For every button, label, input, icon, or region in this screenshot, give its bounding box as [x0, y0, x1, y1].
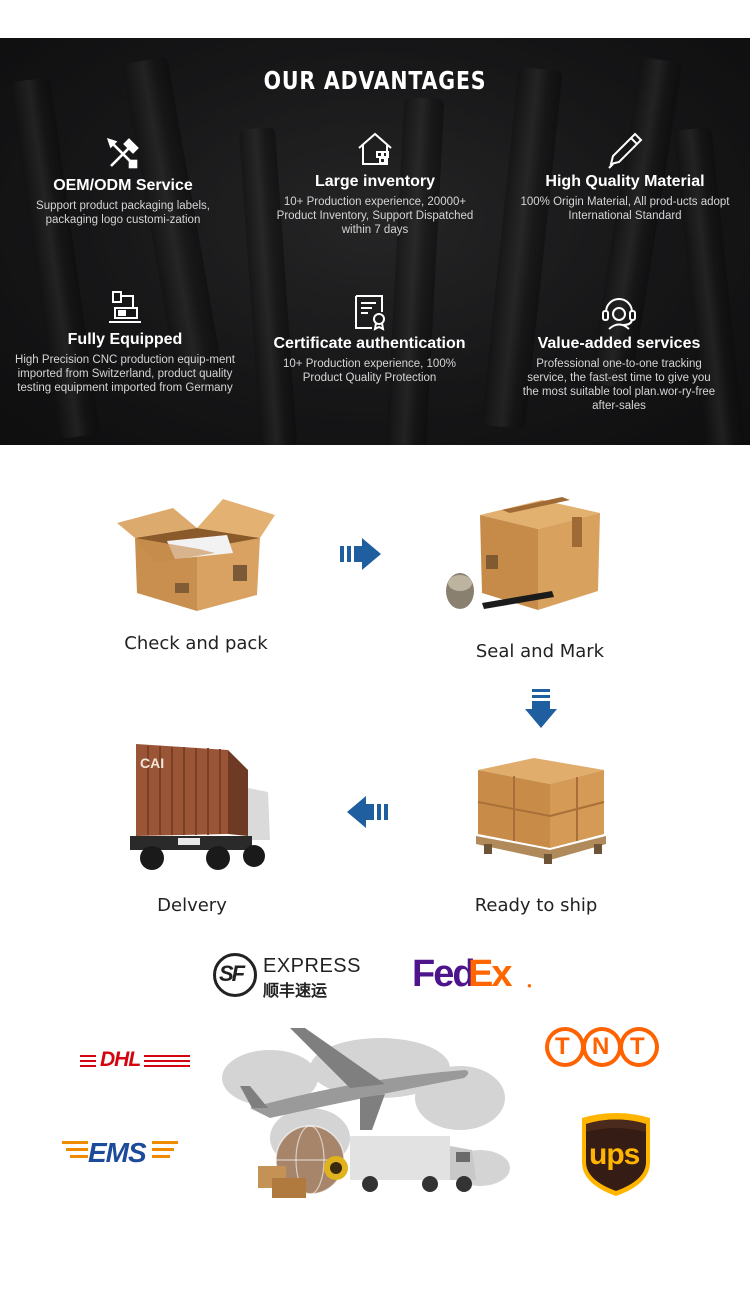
- feature-title: Fully Equipped: [67, 331, 183, 348]
- feature-title: Large inventory: [314, 173, 436, 190]
- ups-logo: ups: [580, 1112, 652, 1198]
- advantages-section: OUR ADVANTAGES OEM/ODM Service Support p…: [0, 38, 750, 445]
- tnt-logo: T N T: [545, 1027, 659, 1069]
- arrow-down-icon: [524, 689, 558, 734]
- pallet-boxes-image: [470, 748, 610, 868]
- arrow-right-icon: [340, 537, 382, 576]
- feature-description: Support product packaging labels, packag…: [36, 200, 210, 226]
- feature-certificate-authentication: Certificate authentication 10+ Productio…: [262, 292, 477, 385]
- truck-logo-text: CAI: [140, 755, 164, 771]
- fedex-logo: Fed Ex ●: [412, 953, 532, 995]
- headset-icon: [599, 292, 639, 332]
- feature-title: Value-added services: [537, 335, 701, 352]
- feature-description: High Precision CNC production equip-ment…: [15, 354, 235, 394]
- arrow-left-icon: [346, 795, 388, 834]
- feature-title: Certificate authentication: [273, 335, 466, 352]
- feature-description: 100% Origin Material, All prod-ucts adop…: [520, 196, 730, 222]
- open-box-image: [115, 493, 280, 618]
- feature-high-quality-material: High Quality Material 100% Origin Materi…: [520, 130, 730, 223]
- certificate-icon: [350, 292, 390, 332]
- tools-icon: [103, 134, 143, 174]
- logistics-collage-image: [210, 1018, 520, 1208]
- sf-express-logo: SF EXPRESS 顺丰速运: [213, 953, 360, 1001]
- step-label: Seal and Mark: [475, 641, 605, 662]
- feature-title: OEM/ODM Service: [53, 177, 193, 194]
- step-label: Ready to ship: [474, 895, 598, 916]
- feature-fully-equipped: Fully Equipped High Precision CNC produc…: [14, 288, 236, 395]
- feature-value-added-services: Value-added services Professional one-to…: [519, 292, 719, 413]
- feature-description: 10+ Production experience, 100% Product …: [283, 358, 456, 384]
- dhl-logo: DHL: [80, 1048, 190, 1074]
- feature-description: 10+ Production experience, 20000+ Produc…: [276, 196, 474, 236]
- ems-logo: EMS: [62, 1137, 180, 1171]
- pen-icon: [605, 130, 645, 170]
- feature-description: Professional one-to-one tracking service…: [522, 358, 716, 412]
- machine-icon: [105, 288, 145, 328]
- feature-large-inventory: Large inventory 10+ Production experienc…: [270, 130, 480, 237]
- sealed-box-image: [442, 495, 607, 615]
- feature-title: High Quality Material: [545, 173, 705, 190]
- step-label: Check and pack: [124, 633, 268, 654]
- section-title: OUR ADVANTAGES: [263, 66, 487, 95]
- feature-oem-odm: OEM/ODM Service Support product packagin…: [18, 134, 228, 227]
- warehouse-icon: [355, 130, 395, 170]
- step-label: Delvery: [157, 895, 227, 916]
- container-truck-image: CAI: [130, 740, 275, 880]
